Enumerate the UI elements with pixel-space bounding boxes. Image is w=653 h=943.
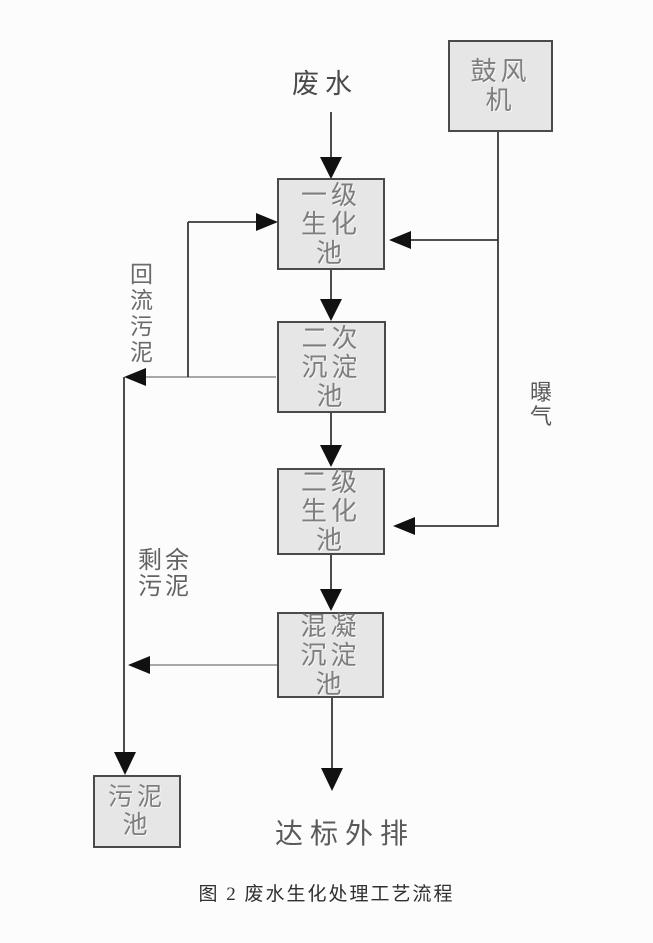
return-sludge-label: 回 流 污 泥 [130,262,153,365]
node-blower-label: 鼓风 机 [470,57,531,115]
connector-secondary-bio-to-coag-sed [320,555,342,611]
connector-return-sludge [124,213,278,386]
node-primary-bio-tank-label: 一级 生化 池 [300,180,361,268]
arrow-down-icon [320,445,342,467]
node-secondary-bio-tank-label: 二级 生化 池 [300,468,361,555]
node-secondary-bio-tank: 二级 生化 池 [277,468,385,555]
arrow-left-icon [128,656,150,674]
connector-influent-to-primary-bio [320,112,342,179]
figure-caption: 图 2 废水生化处理工艺流程 [198,884,455,905]
connector-blower-aeration [389,131,499,535]
arrow-down-icon [320,299,342,321]
connector-excess-sludge [114,377,277,775]
arrow-left-icon [389,231,411,249]
arrow-down-icon [321,768,343,791]
node-primary-bio-tank: 一级 生化 池 [277,178,385,270]
node-coagulation-sedimentation-tank: 混凝 沉淀 池 [277,611,384,699]
arrow-left-icon [124,368,146,386]
arrow-down-icon [114,752,136,775]
connector-secondary-sed-to-secondary-bio [320,413,342,467]
influent-label: 废水 [292,69,358,99]
discharge-label: 达标外排 [275,819,416,850]
node-sludge-pool-label: 污泥 池 [107,783,166,839]
arrow-left-icon [393,517,415,535]
node-secondary-sedimentation-tank-label: 二次 沉淀 池 [301,323,362,411]
node-sludge-pool: 污泥 池 [93,775,181,848]
node-blower: 鼓风 机 [448,40,553,132]
excess-sludge-label: 剩余 污泥 [138,548,192,600]
arrow-right-icon [256,213,278,231]
aeration-label: 曝 气 [530,380,553,429]
connector-primary-bio-to-secondary-sed [320,270,342,321]
connector-coag-sed-to-discharge [321,698,343,791]
node-secondary-sedimentation-tank: 二次 沉淀 池 [277,321,386,413]
node-coagulation-sedimentation-tank-label: 混凝 沉淀 池 [300,611,361,699]
arrow-down-icon [320,589,342,611]
arrow-down-icon [320,157,342,179]
